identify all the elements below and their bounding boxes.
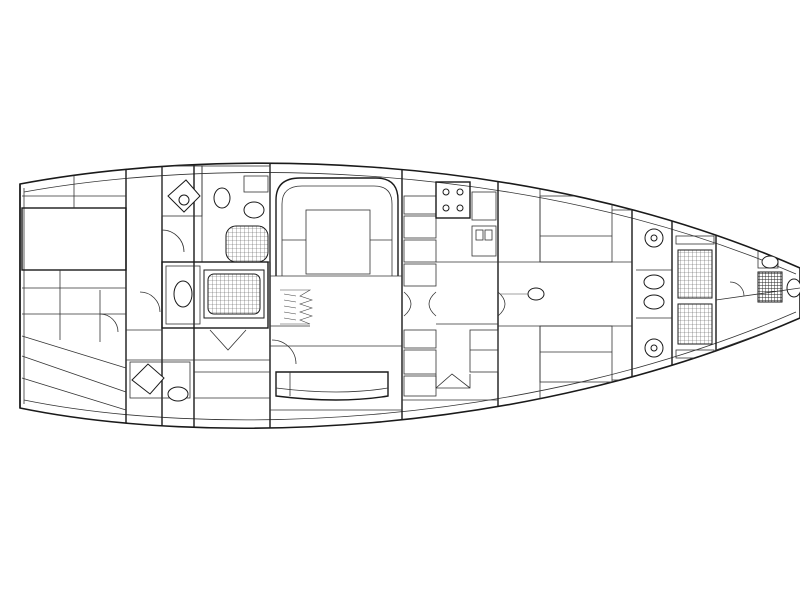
washbasin-icon-2	[167, 386, 189, 402]
toilet-icon	[213, 187, 231, 209]
saloon-settee-lower	[275, 371, 389, 401]
washbasin-icon	[243, 201, 265, 219]
aft-lazarette	[21, 163, 127, 411]
companionway-stairs	[270, 289, 313, 365]
saloon	[270, 177, 402, 411]
shower-floor-2	[677, 249, 713, 299]
shower-floor-3	[677, 303, 713, 345]
hull-outline	[19, 162, 800, 430]
toilet-icon-2	[173, 280, 193, 308]
aft-cabin	[161, 165, 271, 263]
cooktop	[435, 181, 471, 219]
galley	[402, 181, 506, 401]
aft-cabin-berths	[126, 261, 270, 402]
saloon-table	[305, 209, 371, 275]
sink-icon-2	[131, 363, 165, 395]
galley-sink	[471, 225, 497, 257]
washbasin-icon-5	[761, 255, 779, 269]
hull-inner-line	[23, 172, 797, 421]
forward-heads	[636, 228, 715, 359]
washbasin-icon-3	[643, 274, 665, 290]
shower-floor	[225, 225, 269, 263]
washbasin-icon-4	[643, 294, 665, 310]
bow-shower	[757, 271, 783, 303]
toilet-icon-5	[786, 278, 800, 298]
saloon-settee-upper	[275, 177, 399, 276]
hatch-icon	[527, 287, 545, 301]
